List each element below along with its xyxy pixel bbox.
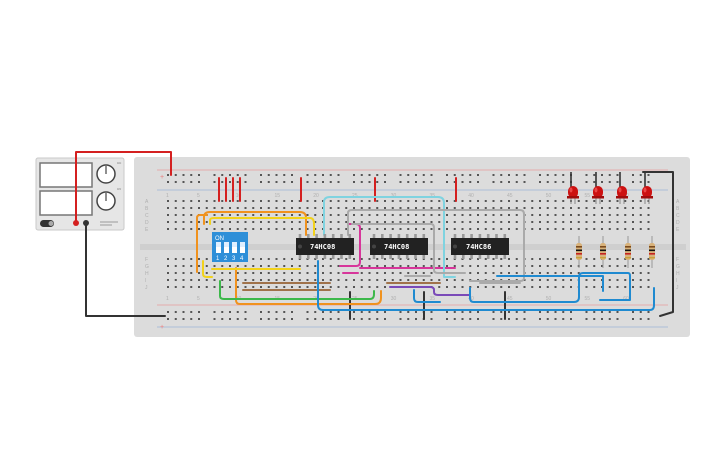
row-letter: H — [145, 271, 149, 277]
resistors[interactable] — [576, 236, 655, 268]
top-plus-rail-label: + — [160, 174, 164, 181]
dip-lever-knob — [232, 242, 237, 247]
orange-wire[interactable] — [196, 214, 208, 267]
column-number-top: 40 — [468, 193, 474, 199]
resistor[interactable] — [625, 236, 631, 268]
voltage-display — [39, 162, 93, 188]
row-letter: D — [145, 220, 149, 226]
row-letter: I — [145, 278, 146, 284]
column-number-bottom: 30 — [391, 296, 397, 302]
column-number-top: 15 — [275, 193, 281, 199]
dip-lever-knob — [240, 242, 245, 247]
column-number-top: 1 — [166, 193, 169, 199]
dip-lever-knob — [216, 242, 221, 247]
power-positive-wire[interactable] — [75, 151, 172, 224]
row-letter: F — [145, 257, 148, 263]
row-letter: J — [676, 285, 679, 291]
column-number-top: 10 — [236, 193, 242, 199]
row-letter: E — [676, 227, 680, 233]
cv-label: CV — [117, 187, 121, 191]
row-letter: I — [676, 278, 677, 284]
row-letter: A — [676, 199, 680, 205]
row-letter: J — [145, 285, 148, 291]
column-number-bottom: 35 — [430, 296, 436, 302]
dip-on-label: ON — [215, 236, 224, 242]
breadboard-holes — [167, 174, 650, 320]
row-letter: G — [145, 264, 149, 270]
yellow-wire[interactable] — [202, 260, 213, 278]
blue-wire[interactable] — [413, 289, 441, 303]
power-supply[interactable]: CC CV — [35, 157, 125, 231]
power-negative-wire[interactable] — [85, 222, 166, 317]
row-letter: C — [676, 213, 680, 219]
chip-label-1: 74HC08 — [310, 243, 335, 251]
dip-lever[interactable] — [240, 242, 245, 253]
column-number-bottom: 55 — [585, 296, 591, 302]
chip-label-2: 74HC08 — [384, 243, 409, 251]
column-number-bottom: 40 — [468, 296, 474, 302]
row-letter: C — [145, 213, 149, 219]
row-letter: G — [676, 264, 680, 270]
gray-wire[interactable] — [347, 209, 525, 282]
dip-lever[interactable] — [224, 242, 229, 253]
row-letter: D — [676, 220, 680, 226]
dip-lever[interactable] — [216, 242, 221, 253]
dip-lever[interactable] — [232, 242, 237, 253]
dip-switch[interactable]: ON 1 2 3 4 — [212, 232, 248, 262]
bottom-plus-rail-label: + — [160, 324, 164, 331]
column-number-bottom: 50 — [546, 296, 552, 302]
orange-wire[interactable] — [235, 267, 382, 305]
led[interactable] — [567, 172, 579, 204]
row-letter: B — [676, 206, 680, 212]
column-number-top: 5 — [197, 193, 200, 199]
cyan-wire[interactable] — [323, 196, 456, 278]
chip-74hc08-b[interactable]: 74HC08 — [370, 238, 428, 255]
gray-wire[interactable] — [351, 223, 466, 274]
chip-74hc86[interactable]: 74HC86 — [451, 238, 509, 255]
blue-wire[interactable] — [317, 260, 655, 311]
leds[interactable] — [567, 172, 653, 204]
dip-num-3: 3 — [232, 256, 236, 262]
row-letter: A — [145, 199, 149, 205]
led[interactable] — [616, 172, 628, 204]
resistor[interactable] — [600, 236, 606, 268]
row-letter: B — [145, 206, 149, 212]
led[interactable] — [641, 172, 653, 204]
row-letter: E — [145, 227, 149, 233]
row-letter: H — [676, 271, 680, 277]
column-number-bottom: 1 — [166, 296, 169, 302]
dip-num-2: 2 — [224, 256, 228, 262]
dip-num-4: 4 — [240, 256, 244, 262]
chip-74hc08-a[interactable]: 74HC08 — [296, 238, 354, 255]
yellow-wire[interactable] — [209, 217, 315, 236]
blue-wire[interactable] — [496, 275, 604, 292]
cc-label: CC — [117, 161, 122, 165]
column-number-top: 55 — [585, 193, 591, 199]
column-number-top: 50 — [546, 193, 552, 199]
chip-pins — [298, 234, 507, 259]
column-number-top: 45 — [507, 193, 513, 199]
dip-lever-knob — [224, 242, 229, 247]
led[interactable] — [592, 172, 604, 204]
purple-wire[interactable] — [389, 286, 471, 296]
column-number-bottom: 45 — [507, 296, 513, 302]
row-letter: F — [676, 257, 679, 263]
resistor[interactable] — [576, 236, 582, 268]
wires[interactable] — [75, 151, 674, 320]
column-number-bottom: 5 — [197, 296, 200, 302]
current-display — [39, 190, 93, 216]
green-wire[interactable] — [219, 280, 375, 300]
ground-jumper[interactable] — [642, 171, 674, 317]
resistor[interactable] — [649, 236, 655, 268]
chip-label-3: 74HC86 — [466, 243, 491, 251]
column-number-top: 20 — [313, 193, 319, 199]
dip-num-1: 1 — [216, 256, 220, 262]
